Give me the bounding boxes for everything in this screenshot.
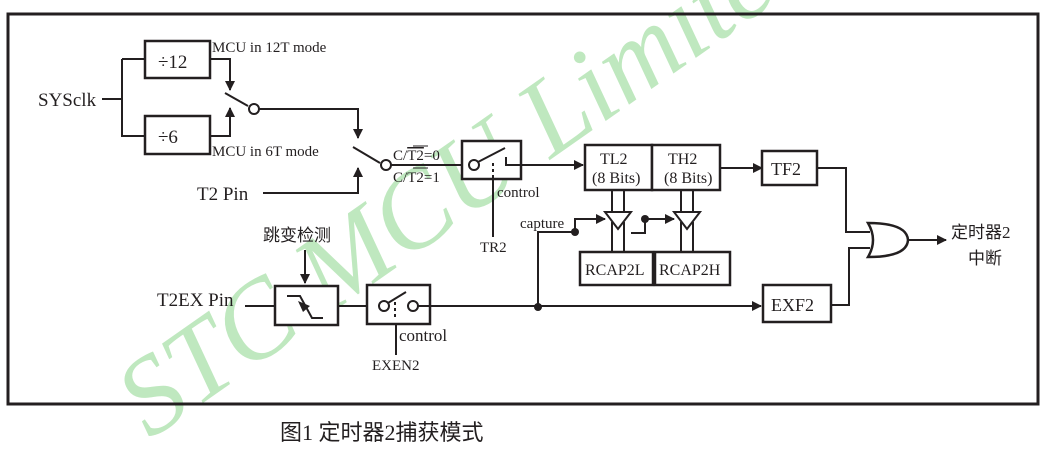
rcap2h-register [653,250,732,287]
sysclk-label: SYSclk [38,90,97,111]
exf2-flag [761,283,833,324]
capture-junction [534,303,542,311]
th2-bits-label: (8 Bits) [664,170,712,187]
tl2-bits-label: (8 Bits) [592,170,640,187]
diagram-frame [6,12,1040,406]
rcap2h-label: RCAP2H [659,262,721,279]
rcap2l-label: RCAP2L [585,262,645,279]
divide-6-label: ÷6 [158,127,178,148]
exen2-control-label: control [399,326,447,345]
capture-buffers [537,190,703,308]
ct2-0-label: C/T2=0 [393,148,440,164]
interrupt-label-line1: 定时器2 [951,223,1011,242]
figure-caption: 图1 定时器2捕获模式 [280,420,484,445]
th2-label: TH2 [668,151,697,168]
exf2-label: EXF2 [771,295,814,315]
divide-6-box [143,114,212,156]
t2ex-pin-label: T2EX Pin [157,290,234,311]
mode-12t-label: MCU in 12T mode [212,40,327,56]
t2-pin-label: T2 Pin [197,184,249,205]
capture-label: capture [520,216,564,232]
mode-6t-label: MCU in 6T mode [212,144,319,160]
tr2-label: TR2 [480,240,507,256]
divide-12-label: ÷12 [158,52,187,73]
tf2-label: TF2 [771,159,801,179]
tr2-control-switch [460,139,584,237]
exen2-control-switch [365,283,432,355]
sysclk-wires [102,58,145,137]
t2-pin-wire [263,167,363,194]
mode-select-switch [210,58,363,139]
ct2-select-switch [352,146,462,171]
tl2-label: TL2 [600,151,628,168]
exen2-label: EXEN2 [372,358,420,374]
tr2-control-label: control [497,185,540,201]
edge-detector [273,284,340,327]
or-gate [817,167,947,306]
edge-detect-label: 跳变检测 [263,226,331,245]
interrupt-label-line2: 中断 [968,249,1002,268]
rcap2l-register [578,250,655,287]
ct2-1-label: C/T2=1 [393,170,440,186]
